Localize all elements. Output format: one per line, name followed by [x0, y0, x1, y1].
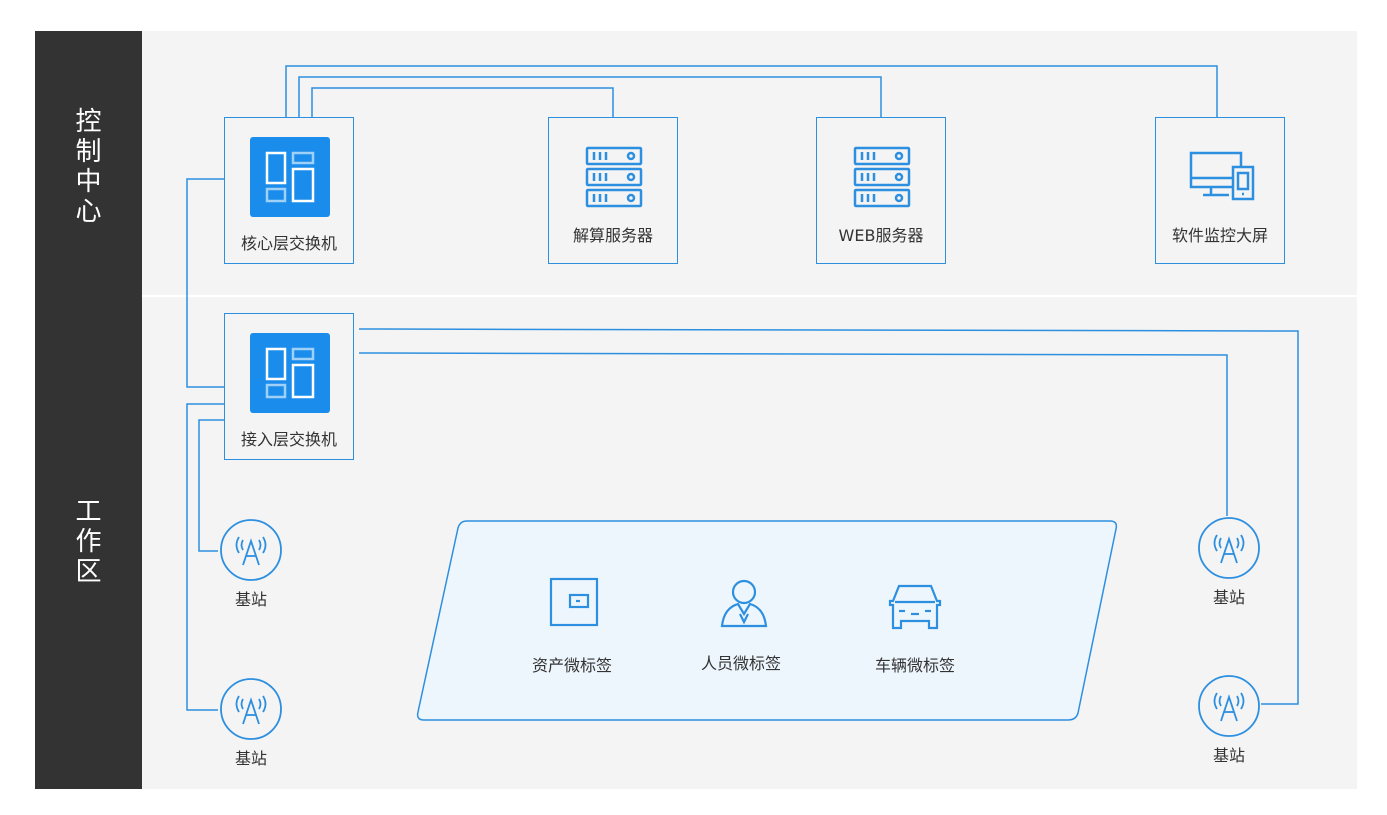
switch-icon [250, 137, 330, 217]
base-station-label: 基站 [234, 590, 267, 609]
line-access-station-right-bottom [358, 328, 1299, 705]
car-icon [887, 583, 943, 631]
base-station-right-top: 基站 [1197, 516, 1261, 607]
line-access-station-left-bottom [186, 403, 224, 711]
wallet-icon [548, 577, 600, 627]
base-station-label: 基站 [1212, 588, 1245, 607]
antenna-icon [1198, 517, 1260, 579]
asset-tag-label: 资产微标签 [531, 656, 612, 675]
line-access-station-right-top [358, 352, 1228, 516]
web-server-node: WEB服务器 [816, 117, 946, 264]
monitor-screen-node: 软件监控大屏 [1155, 117, 1285, 264]
vehicle-tag-label: 车辆微标签 [874, 656, 955, 675]
line-core-access [186, 178, 224, 388]
base-station-left-top: 基站 [219, 518, 283, 609]
antenna-icon [220, 678, 282, 740]
antenna-icon [220, 519, 282, 581]
server-icon [842, 137, 922, 217]
web-server-label: WEB服务器 [838, 226, 924, 245]
line-core-calc [311, 87, 614, 117]
access-switch-node: 接入层交换机 [224, 313, 354, 460]
base-station-label: 基站 [1212, 746, 1245, 765]
base-station-label: 基站 [234, 749, 267, 768]
antenna-icon [1198, 675, 1260, 737]
base-station-left-bottom: 基站 [219, 677, 283, 768]
core-switch-label: 核心层交换机 [240, 234, 337, 253]
calc-server-label: 解算服务器 [572, 226, 653, 245]
line-access-station-left-top [198, 419, 224, 552]
access-switch-label: 接入层交换机 [240, 430, 337, 449]
person-tag-label: 人员微标签 [700, 654, 781, 673]
work-area-label: 工 作 区 [75, 497, 102, 587]
person-icon [718, 578, 770, 628]
monitor-screen-label: 软件监控大屏 [1171, 226, 1268, 245]
line-core-monitor [285, 65, 1218, 117]
switch-icon [250, 333, 330, 413]
core-switch-node: 核心层交换机 [224, 117, 354, 264]
section-sidebar [35, 31, 142, 789]
monitor-icon [1181, 137, 1261, 217]
control-center-label: 控 制 中 心 [75, 107, 102, 227]
base-station-right-bottom: 基站 [1197, 674, 1261, 765]
server-icon [574, 137, 654, 217]
calc-server-node: 解算服务器 [548, 117, 678, 264]
line-core-web [298, 76, 882, 117]
